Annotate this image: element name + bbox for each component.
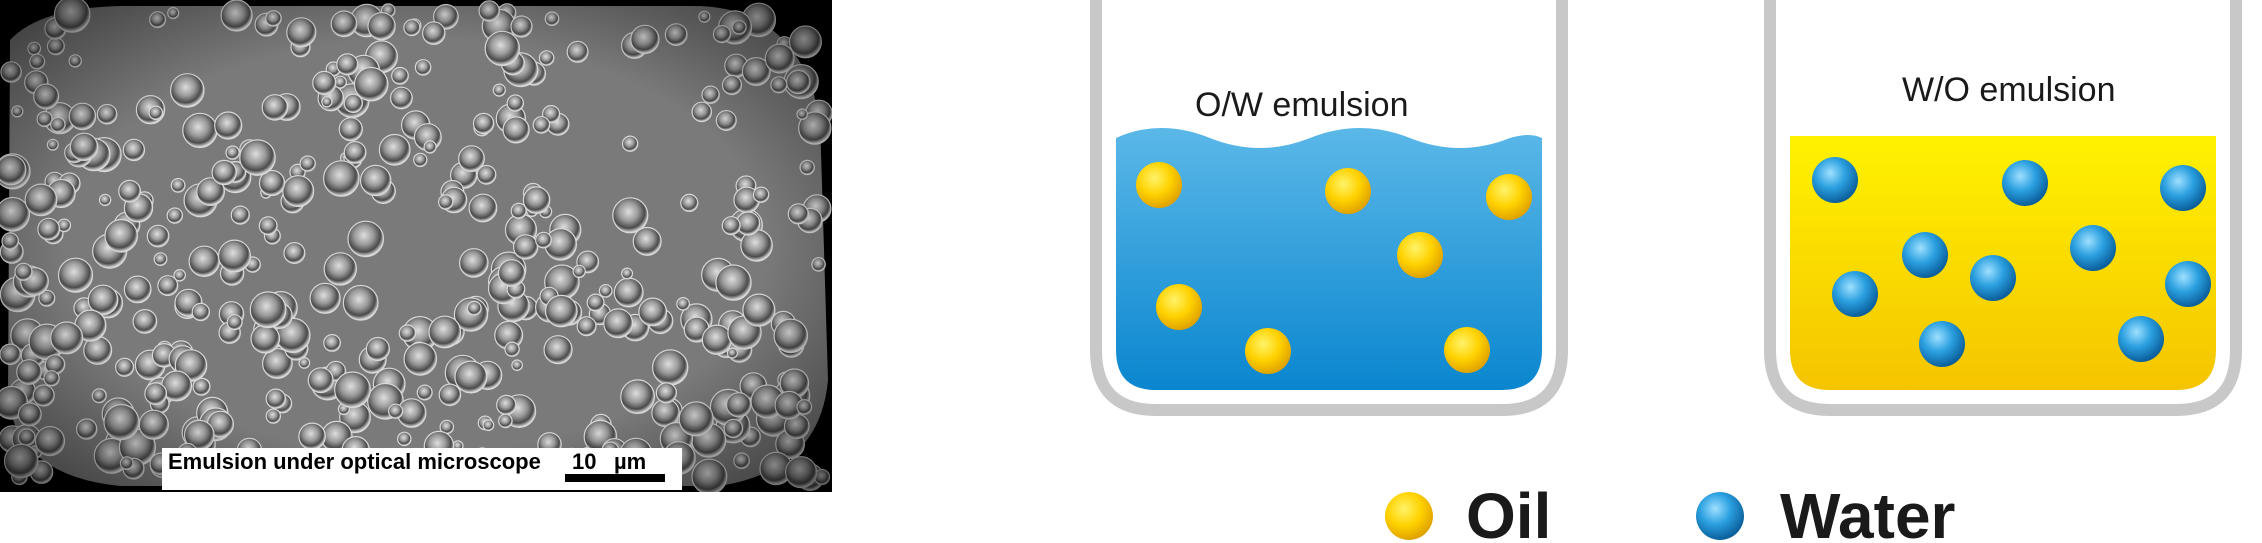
emulsion-diagram: O/W emulsion W/O emulsion — [1090, 0, 2242, 543]
legend-oil-label: Oil — [1466, 480, 1551, 543]
oil-droplet — [1245, 328, 1291, 374]
legend-oil-swatch — [1385, 492, 1433, 540]
oil-droplet — [1486, 174, 1532, 220]
ow-water-phase — [1116, 128, 1542, 390]
oil-droplet — [1156, 284, 1202, 330]
water-droplet — [2002, 160, 2048, 206]
scale-bar — [565, 474, 665, 482]
oil-droplet — [1397, 232, 1443, 278]
scale-unit: µm — [614, 449, 646, 474]
legend: Oil Water — [1385, 480, 1955, 543]
wo-label: W/O emulsion — [1902, 71, 2116, 109]
water-droplet — [2160, 165, 2206, 211]
scale-bar-box: Emulsion under optical microscope 10 µm — [162, 448, 682, 490]
wo-beaker: W/O emulsion — [1764, 0, 2242, 416]
oil-droplet — [1136, 162, 1182, 208]
water-droplet — [2070, 225, 2116, 271]
water-droplet — [1812, 157, 1858, 203]
legend-water-label: Water — [1780, 480, 1955, 543]
ow-beaker: O/W emulsion — [1090, 0, 1568, 416]
scale-value: 10 — [572, 449, 596, 474]
micrograph-caption: Emulsion under optical microscope — [168, 449, 541, 474]
beakers-panel: O/W emulsion W/O emulsion — [1080, 0, 2262, 543]
water-droplet — [1832, 271, 1878, 317]
ow-oil-droplets — [1136, 162, 1532, 374]
water-droplet — [2165, 261, 2211, 307]
ow-beaker-wall — [1090, 0, 1568, 416]
water-droplet — [1970, 255, 2016, 301]
micrograph-panel: Emulsion under optical microscope 10 µm — [0, 0, 832, 492]
oil-droplet — [1444, 327, 1490, 373]
water-droplet — [1919, 321, 1965, 367]
legend-water-swatch — [1696, 492, 1744, 540]
wo-beaker-wall — [1764, 0, 2242, 416]
oil-droplet — [1325, 168, 1371, 214]
micrograph-image: Emulsion under optical microscope 10 µm — [0, 0, 832, 492]
wo-water-droplets — [1812, 157, 2211, 367]
ow-label: O/W emulsion — [1195, 86, 1409, 124]
water-droplet — [1902, 232, 1948, 278]
water-droplet — [2118, 316, 2164, 362]
